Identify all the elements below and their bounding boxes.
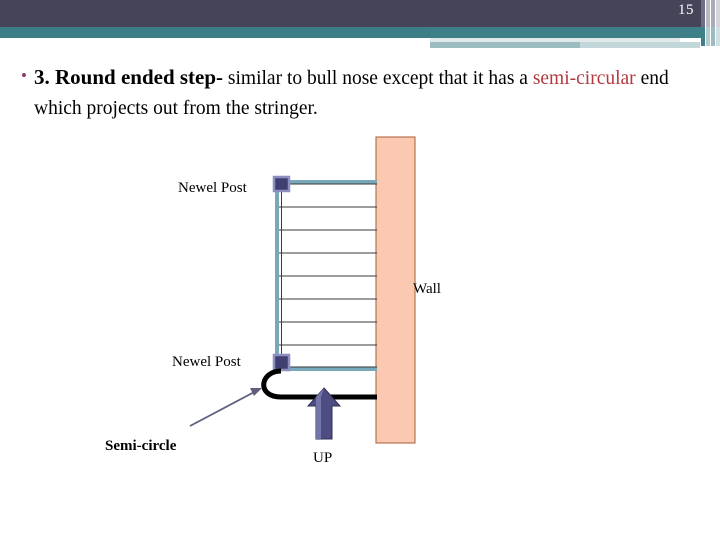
header-stripe-lower-2 <box>706 27 710 46</box>
semi-circle-leader-line <box>189 388 262 427</box>
header-pale-band-2 <box>430 42 675 48</box>
label-semi-circle: Semi-circle <box>105 438 177 454</box>
semi-circle-round-end <box>261 368 377 400</box>
up-arrow-icon <box>306 387 342 440</box>
slide-header-decoration <box>0 0 720 48</box>
header-stripe-2 <box>706 0 710 46</box>
label-up: UP <box>313 450 333 466</box>
header-pale-band-1 <box>430 38 680 42</box>
stringer-bottom-rail <box>275 367 377 371</box>
bullet-marker-icon: • <box>21 66 27 85</box>
newel-post-top <box>272 175 291 193</box>
header-stripe-1 <box>701 0 705 46</box>
wall-rectangle <box>375 136 416 444</box>
header-stripe-lower-4 <box>716 27 720 46</box>
header-stripe-lower-3 <box>711 27 715 46</box>
bullet-block: • 3. Round ended step- similar to bull n… <box>14 62 708 124</box>
bullet-highlight: semi-circular <box>532 68 636 89</box>
header-dark-band <box>0 0 705 27</box>
bullet-item: • 3. Round ended step- similar to bull n… <box>14 62 708 124</box>
header-stripe-3 <box>711 0 715 46</box>
bullet-heading: 3. Round ended step- <box>34 65 224 89</box>
bullet-text-part-2: end which projects out from the stringer… <box>34 68 669 119</box>
header-teal-band-right <box>430 27 705 38</box>
header-pale-band-3 <box>580 42 700 48</box>
page-number: 15 <box>678 2 694 18</box>
bullet-paragraph: 3. Round ended step- similar to bull nos… <box>34 62 708 124</box>
stringer-left-rail <box>275 180 279 371</box>
tread-lines <box>279 183 377 368</box>
label-wall: Wall <box>413 281 441 297</box>
newel-post-bottom <box>272 353 291 372</box>
stringer-top-rail <box>275 180 377 184</box>
header-stripe-4 <box>716 0 720 46</box>
label-newel-post-top: Newel Post <box>178 180 247 196</box>
header-teal-band <box>0 27 705 38</box>
bullet-text-part-1: similar to bull nose except that it has … <box>223 68 533 89</box>
header-stripe-lower-1 <box>701 27 705 46</box>
label-newel-post-bottom: Newel Post <box>172 354 241 370</box>
